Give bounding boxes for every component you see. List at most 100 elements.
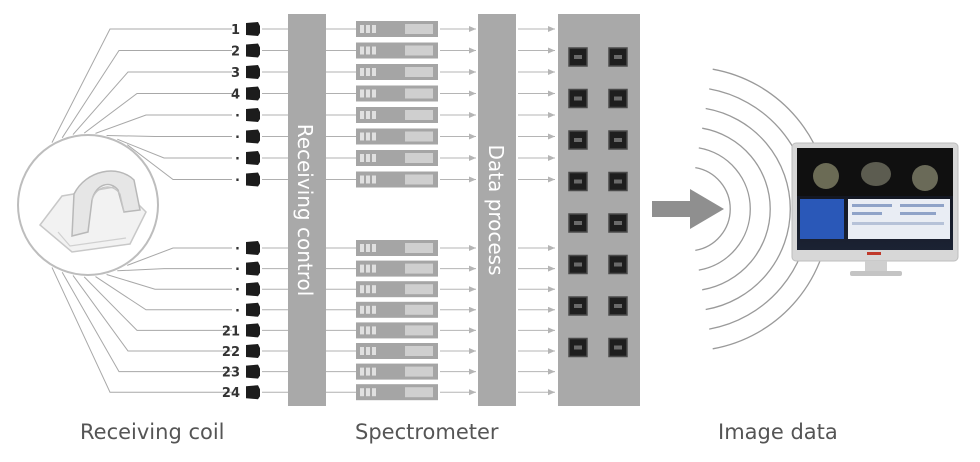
connector-icon	[246, 43, 260, 58]
spectrometer-module-icon	[356, 322, 438, 339]
spectrometer-module-icon	[356, 42, 438, 59]
channel-label: ·	[235, 131, 240, 146]
coil-wire	[117, 268, 232, 272]
channel-label: 23	[222, 366, 240, 381]
spectrometer-module-icon	[356, 240, 438, 256]
spectrometer-module-icon	[356, 384, 438, 401]
connector-icon	[246, 323, 260, 338]
chip-icon	[608, 47, 628, 67]
spectrometer-module-icon	[356, 21, 438, 37]
spectrometer-modules	[356, 21, 438, 401]
spectrometer-module-icon	[356, 281, 438, 298]
coil-wire	[51, 28, 232, 143]
channel-label: ·	[235, 304, 240, 319]
chip-icon	[568, 213, 588, 233]
connector-icon	[246, 364, 260, 379]
coil-wire	[106, 274, 232, 290]
connector-icon	[246, 302, 260, 317]
connector-icon	[246, 241, 260, 255]
spectrometer-module-icon	[356, 128, 438, 145]
chip-icon	[568, 88, 588, 109]
coil-wire	[117, 138, 232, 159]
coil-wires	[51, 26, 476, 396]
channel-label: ·	[235, 242, 240, 257]
spectrometer-module-icon	[356, 150, 438, 166]
coil-wire	[126, 144, 232, 180]
coil-wire	[83, 93, 232, 134]
channel-label: 4	[231, 88, 240, 103]
chip-icon	[568, 337, 588, 358]
chip-icon	[568, 296, 588, 316]
wave-arc	[702, 127, 771, 291]
connector-icon	[246, 129, 260, 144]
connector-icon	[246, 344, 260, 358]
connector-icon	[246, 385, 260, 400]
coil-wire	[95, 276, 232, 311]
data-process-label: Data process	[484, 145, 508, 276]
spectrometer-module-icon	[356, 85, 438, 102]
chip-icon	[608, 213, 628, 233]
image-data-caption: Image data	[718, 420, 838, 444]
receiving-coil-caption: Receiving coil	[80, 420, 225, 444]
chip-icon	[608, 296, 628, 316]
connector-icon	[246, 65, 260, 79]
connector-icon	[246, 151, 260, 165]
connector-icon	[246, 86, 260, 101]
chip-icon	[608, 254, 628, 275]
channel-label: ·	[235, 283, 240, 298]
coil-wire	[61, 271, 232, 373]
channel-label: 24	[222, 386, 240, 401]
connector-icon	[246, 261, 260, 276]
receiving-coil	[17, 134, 159, 276]
channel-label: 2	[231, 45, 240, 60]
channel-label: ·	[235, 152, 240, 167]
data-process-block: Data process	[478, 14, 516, 406]
channel-label: ·	[235, 263, 240, 278]
arrow-right-icon	[652, 189, 724, 229]
coil-wire	[72, 275, 232, 352]
coil-wire	[127, 247, 232, 266]
chip-icon	[568, 254, 588, 275]
receiving-control-label: Receiving control	[293, 124, 317, 297]
coil-wire	[61, 50, 232, 139]
connector-icon	[246, 22, 260, 36]
chip-icon	[568, 171, 588, 192]
connector-icon	[246, 172, 260, 187]
wave-arc	[695, 166, 731, 252]
processor-panel	[558, 14, 640, 406]
connector-icon	[246, 282, 260, 297]
coil-device-icon	[38, 170, 147, 253]
coil-wire	[95, 114, 232, 134]
chip-icon	[608, 130, 628, 150]
channel-label: ·	[235, 174, 240, 189]
channel-label: 3	[231, 66, 240, 81]
spectrometer-module-icon	[356, 107, 438, 123]
spectrometer-module-icon	[356, 343, 438, 359]
channel-label: 21	[222, 324, 240, 339]
data-process-arrows	[518, 26, 555, 396]
chip-icon	[568, 47, 588, 67]
spectrometer-module-icon	[356, 363, 438, 380]
wave-arc	[698, 147, 751, 271]
coil-wire	[83, 276, 232, 331]
coil-wire	[72, 71, 232, 135]
spectrometer-module-icon	[356, 260, 438, 277]
channel-label: 1	[231, 23, 240, 38]
spectrometer-module-icon	[356, 64, 438, 80]
chip-icon	[568, 130, 588, 150]
spectrometer-caption: Spectrometer	[355, 420, 499, 444]
chip-icon	[608, 88, 628, 109]
channel-label: ·	[235, 109, 240, 124]
spectrometer-module-icon	[356, 301, 438, 318]
monitor-icon	[791, 142, 959, 276]
wave-arc	[705, 107, 791, 311]
receiving-control-block: Receiving control	[288, 14, 326, 406]
connector-icon	[246, 108, 260, 122]
spectrometer-module-icon	[356, 171, 438, 188]
chip-icon	[608, 337, 628, 358]
coil-wire	[106, 135, 232, 137]
channel-label: 22	[222, 345, 240, 360]
chip-icon	[608, 171, 628, 192]
